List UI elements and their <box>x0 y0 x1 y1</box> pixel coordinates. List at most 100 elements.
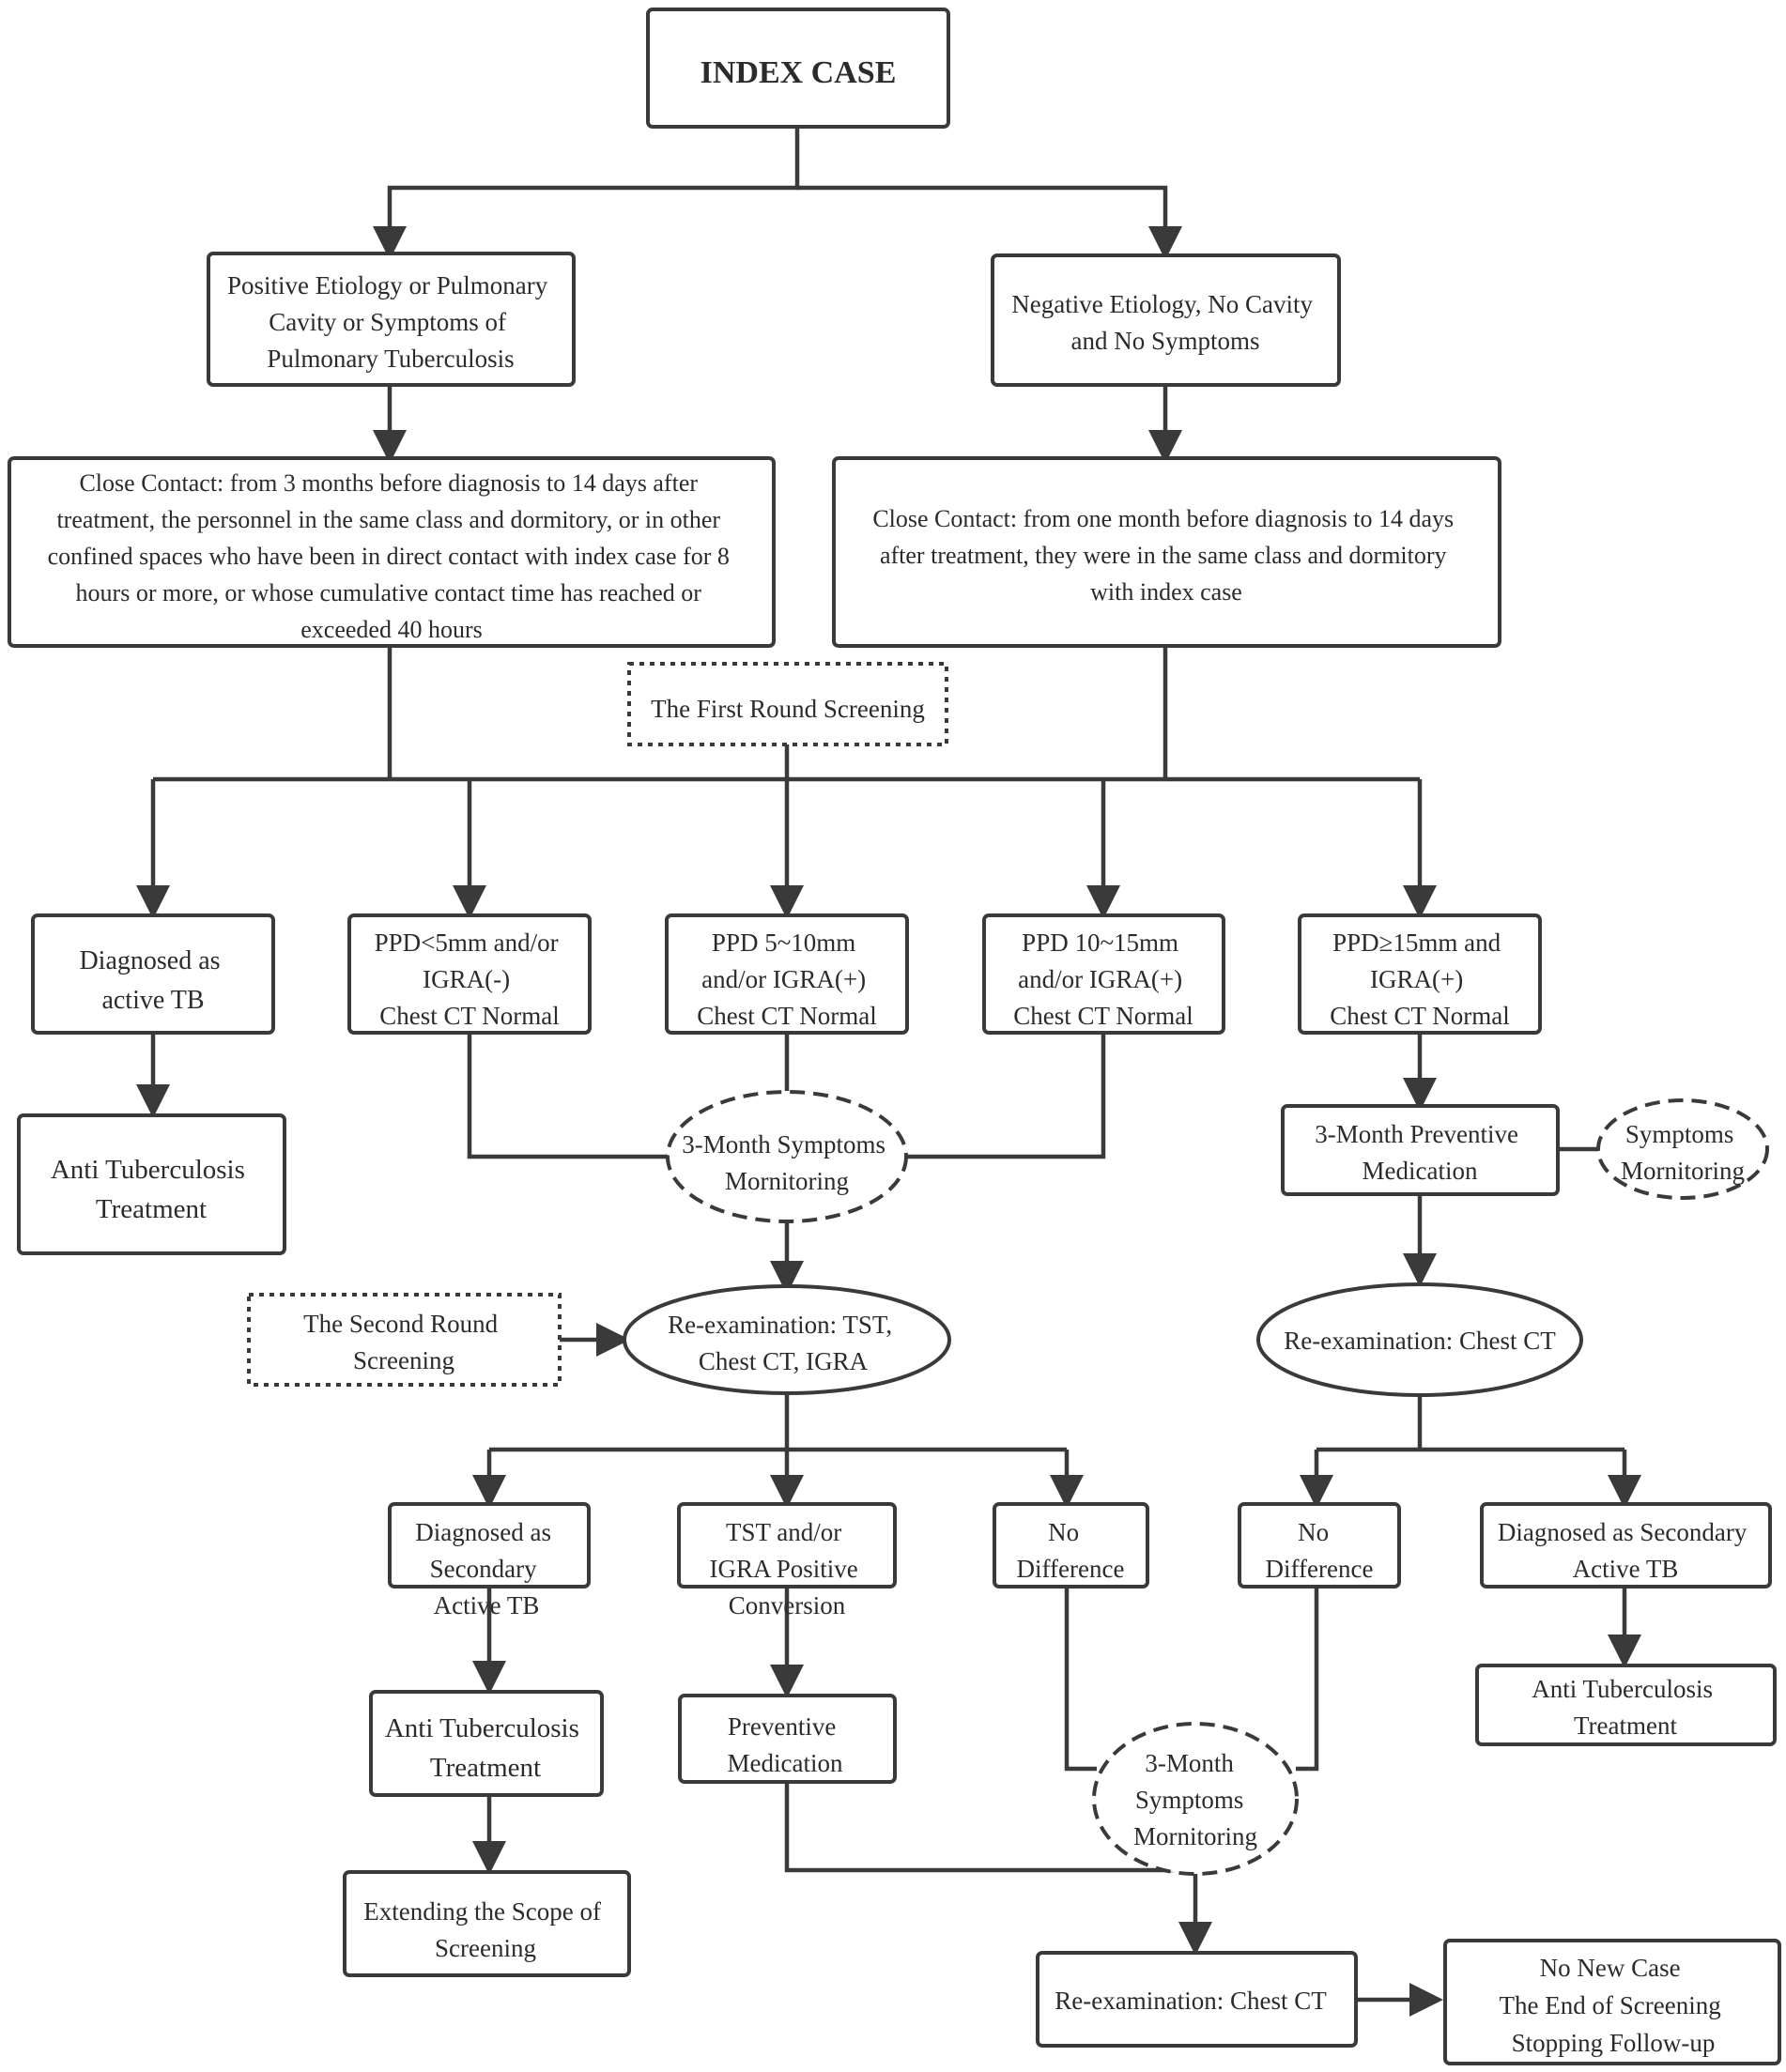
positive-etiology-node: Positive Etiology or Pulmonary Cavity or… <box>207 252 576 387</box>
no-difference-left-node: No Difference <box>993 1502 1149 1589</box>
negative-etiology-line-2: and No Symptoms <box>1070 327 1259 355</box>
svg-text:No Difference: No Difference <box>1266 1518 1374 1583</box>
anti-tb-treatment-2-node: Anti Tuberculosis Treatment <box>369 1690 604 1797</box>
svg-text:Positive Etiology or Pulmonary: Positive Etiology or Pulmonary Cavity or… <box>227 271 554 373</box>
positive-etiology-line-3: Pulmonary Tuberculosis <box>267 345 514 373</box>
extending-scope-line-1: Extending the Scope of <box>363 1897 601 1926</box>
diagnosed-active-tb-line-1: Diagnosed as <box>79 946 220 975</box>
close-contact-negative-line-2: after treatment, they were in the same c… <box>880 542 1447 569</box>
connector-no-diff-right-to-monitoring <box>1296 1587 1319 1772</box>
no-difference-right-line-2: Difference <box>1266 1555 1374 1583</box>
svg-text:Negative Etiology, No Cavity: Negative Etiology, No Cavity and No Symp… <box>1011 290 1318 355</box>
connector-ppd-lt5-to-monitoring <box>467 1033 668 1159</box>
svg-text:Close Contact: from 3 months b: Close Contact: from 3 months before diag… <box>48 469 736 643</box>
symptoms-monitoring-3m-2-line-1: 3-Month <box>1145 1749 1234 1777</box>
svg-text:Diagnosed as Secondary: Diagnosed as Secondary Active TB <box>415 1518 557 1619</box>
extending-scope-node: Extending the Scope of Screening <box>343 1870 631 1977</box>
tst-igra-conversion-node: TST and/or IGRA Positive Conversion <box>677 1502 897 1619</box>
ppd-lt5-line-3: Chest CT Normal <box>379 1002 560 1030</box>
index-case-node: INDEX CASE <box>646 8 950 129</box>
diagnosed-secondary-left-line-2: Secondary <box>430 1555 537 1583</box>
svg-text:3-Month Symptoms M: 3-Month Symptoms Mornitoring <box>1133 1749 1257 1850</box>
svg-text:Symptoms Mornitoring: Symptoms Mornitoring <box>1621 1120 1745 1185</box>
symptoms-monitoring-side-line-2: Mornitoring <box>1621 1157 1745 1185</box>
close-contact-negative-node: Close Contact: from one month before dia… <box>832 456 1501 648</box>
connector-index-to-negative <box>797 185 1182 260</box>
index-case-label: INDEX CASE <box>701 55 897 90</box>
ppd-10-15-line-3: Chest CT Normal <box>1013 1002 1193 1030</box>
svg-text:Re-examination: TST, Che: Re-examination: TST, Chest CT, IGRA <box>668 1311 899 1375</box>
reexam-tst-ct-igra-line-1: Re-examination: TST, <box>668 1311 892 1339</box>
anti-tb-treatment-3-node: Anti Tuberculosis Treatment <box>1475 1664 1777 1746</box>
svg-text:Close Contact: from one month: Close Contact: from one month before dia… <box>872 505 1459 606</box>
anti-tb-treatment-3-line-1: Anti Tuberculosis <box>1532 1675 1713 1703</box>
ppd-10-15-line-2: and/or IGRA(+) <box>1018 965 1182 993</box>
ppd-5-10-line-3: Chest CT Normal <box>697 1002 877 1030</box>
ppd-10-15-line-1: PPD 10~15mm <box>1022 929 1178 957</box>
close-contact-positive-line-4: hours or more, or whose cumulative conta… <box>76 579 702 606</box>
symptoms-monitoring-3m-2-line-2: Symptoms <box>1135 1786 1244 1814</box>
reexam-chest-ct-final-node: Re-examination: Chest CT <box>1036 1951 1358 2048</box>
connectors <box>136 127 1641 2017</box>
end-of-screening-line-3: Stopping Follow-up <box>1512 2029 1716 2057</box>
svg-text:Diagnosed as Secondary A: Diagnosed as Secondary Active TB <box>1498 1518 1753 1583</box>
connector-no-diff-left-to-monitoring <box>1064 1587 1097 1772</box>
first-round-screening-label: The First Round Screening <box>651 695 925 723</box>
svg-text:PPD 10~15mm and/or IGRA(: PPD 10~15mm and/or IGRA(+) Chest CT Norm… <box>1013 929 1193 1030</box>
preventive-medication-3m-line-1: 3-Month Preventive <box>1315 1120 1518 1148</box>
preventive-medication-3m-node: 3-Month Preventive Medication <box>1281 1104 1560 1196</box>
reexam-tst-ct-igra-node: Re-examination: TST, Chest CT, IGRA <box>623 1284 951 1395</box>
ppd-ge15-node: PPD≥15mm and IGRA(+) Chest CT Normal <box>1298 913 1542 1035</box>
end-of-screening-node: No New Case The End of Screening Stoppin… <box>1443 1939 1781 2065</box>
diagnosed-active-tb-line-2: active TB <box>101 986 204 1015</box>
end-of-screening-line-2: The End of Screening <box>1500 1991 1721 2019</box>
ppd-5-10-node: PPD 5~10mm and/or IGRA(+) Chest CT Norma… <box>665 913 909 1035</box>
first-round-screening-node: The First Round Screening <box>627 662 948 746</box>
svg-text:PPD 5~10mm and/or IGRA(+: PPD 5~10mm and/or IGRA(+) Chest CT Norma… <box>697 929 877 1030</box>
tst-igra-conversion-line-2: IGRA Positive <box>709 1555 857 1583</box>
ppd-lt5-node: PPD<5mm and/or IGRA(-) Chest CT Normal <box>347 913 592 1035</box>
close-contact-negative-line-1: Close Contact: from one month before dia… <box>872 505 1454 532</box>
diagnosed-secondary-left-line-3: Active TB <box>434 1591 540 1619</box>
anti-tb-treatment-1-line-2: Treatment <box>96 1194 207 1224</box>
no-difference-left-line-1: No <box>1048 1518 1079 1546</box>
symptoms-monitoring-3m-2-node: 3-Month Symptoms Mornitoring <box>1092 1722 1299 1876</box>
svg-text:Anti Tuberculosis Treatm: Anti Tuberculosis Treatment <box>385 1713 586 1783</box>
anti-tb-treatment-1-line-1: Anti Tuberculosis <box>51 1155 245 1185</box>
ppd-lt5-line-1: PPD<5mm and/or <box>375 929 559 957</box>
diagnosed-secondary-right-line-2: Active TB <box>1573 1555 1679 1583</box>
close-contact-positive-line-5: exceeded 40 hours <box>300 616 482 643</box>
diagnosed-secondary-left-node: Diagnosed as Secondary Active TB <box>388 1502 591 1619</box>
svg-text:No Difference: No Difference <box>1017 1518 1125 1583</box>
anti-tb-treatment-2-line-1: Anti Tuberculosis <box>385 1713 579 1743</box>
positive-etiology-line-1: Positive Etiology or Pulmonary <box>227 271 548 299</box>
close-contact-negative-line-3: with index case <box>1090 578 1242 606</box>
anti-tb-treatment-1-node: Anti Tuberculosis Treatment <box>17 1113 286 1255</box>
reexam-tst-ct-igra-line-2: Chest CT, IGRA <box>699 1347 869 1375</box>
diagnosed-secondary-left-line-1: Diagnosed as <box>415 1518 551 1546</box>
svg-text:PPD≥15mm and IGRA(+): PPD≥15mm and IGRA(+) Chest CT Normal <box>1330 929 1510 1030</box>
diagnosed-active-tb-node: Diagnosed as active TB <box>31 913 275 1035</box>
extending-scope-line-2: Screening <box>435 1934 536 1962</box>
connector-preventive-to-merge <box>784 1782 1195 1873</box>
svg-text:Anti Tuberculosis Treatm: Anti Tuberculosis Treatment <box>1532 1675 1719 1740</box>
preventive-medication-3m-line-2: Medication <box>1363 1157 1478 1185</box>
ppd-10-15-node: PPD 10~15mm and/or IGRA(+) Chest CT Norm… <box>982 913 1225 1035</box>
svg-text:Anti Tuberculosis Treatm: Anti Tuberculosis Treatment <box>51 1155 252 1224</box>
ppd-ge15-line-3: Chest CT Normal <box>1330 1002 1510 1030</box>
symptoms-monitoring-side-node: Symptoms Mornitoring <box>1596 1098 1769 1200</box>
ppd-ge15-line-1: PPD≥15mm and <box>1332 929 1501 957</box>
svg-text:PPD<5mm and/or IGRA(-): PPD<5mm and/or IGRA(-) Chest CT Normal <box>375 929 565 1030</box>
svg-text:No New Case The End of S: No New Case The End of Screening Stoppin… <box>1500 1954 1728 2057</box>
svg-text:TST and/or IGRA Positive: TST and/or IGRA Positive Conversion <box>709 1518 864 1619</box>
connector-ppd-10-15-to-monitoring <box>907 1033 1106 1159</box>
reexam-chest-ct-right-node: Re-examination: Chest CT <box>1256 1282 1583 1397</box>
second-round-screening-node: The Second Round Screening <box>247 1293 562 1387</box>
svg-text:Extending the Scope of S: Extending the Scope of Screening <box>363 1897 607 1962</box>
end-of-screening-line-1: No New Case <box>1540 1954 1681 1982</box>
anti-tb-treatment-2-line-2: Treatment <box>430 1753 541 1783</box>
second-round-screening-line-1: The Second Round <box>303 1310 498 1338</box>
negative-etiology-line-1: Negative Etiology, No Cavity <box>1011 290 1313 318</box>
ppd-5-10-line-1: PPD 5~10mm <box>712 929 855 957</box>
